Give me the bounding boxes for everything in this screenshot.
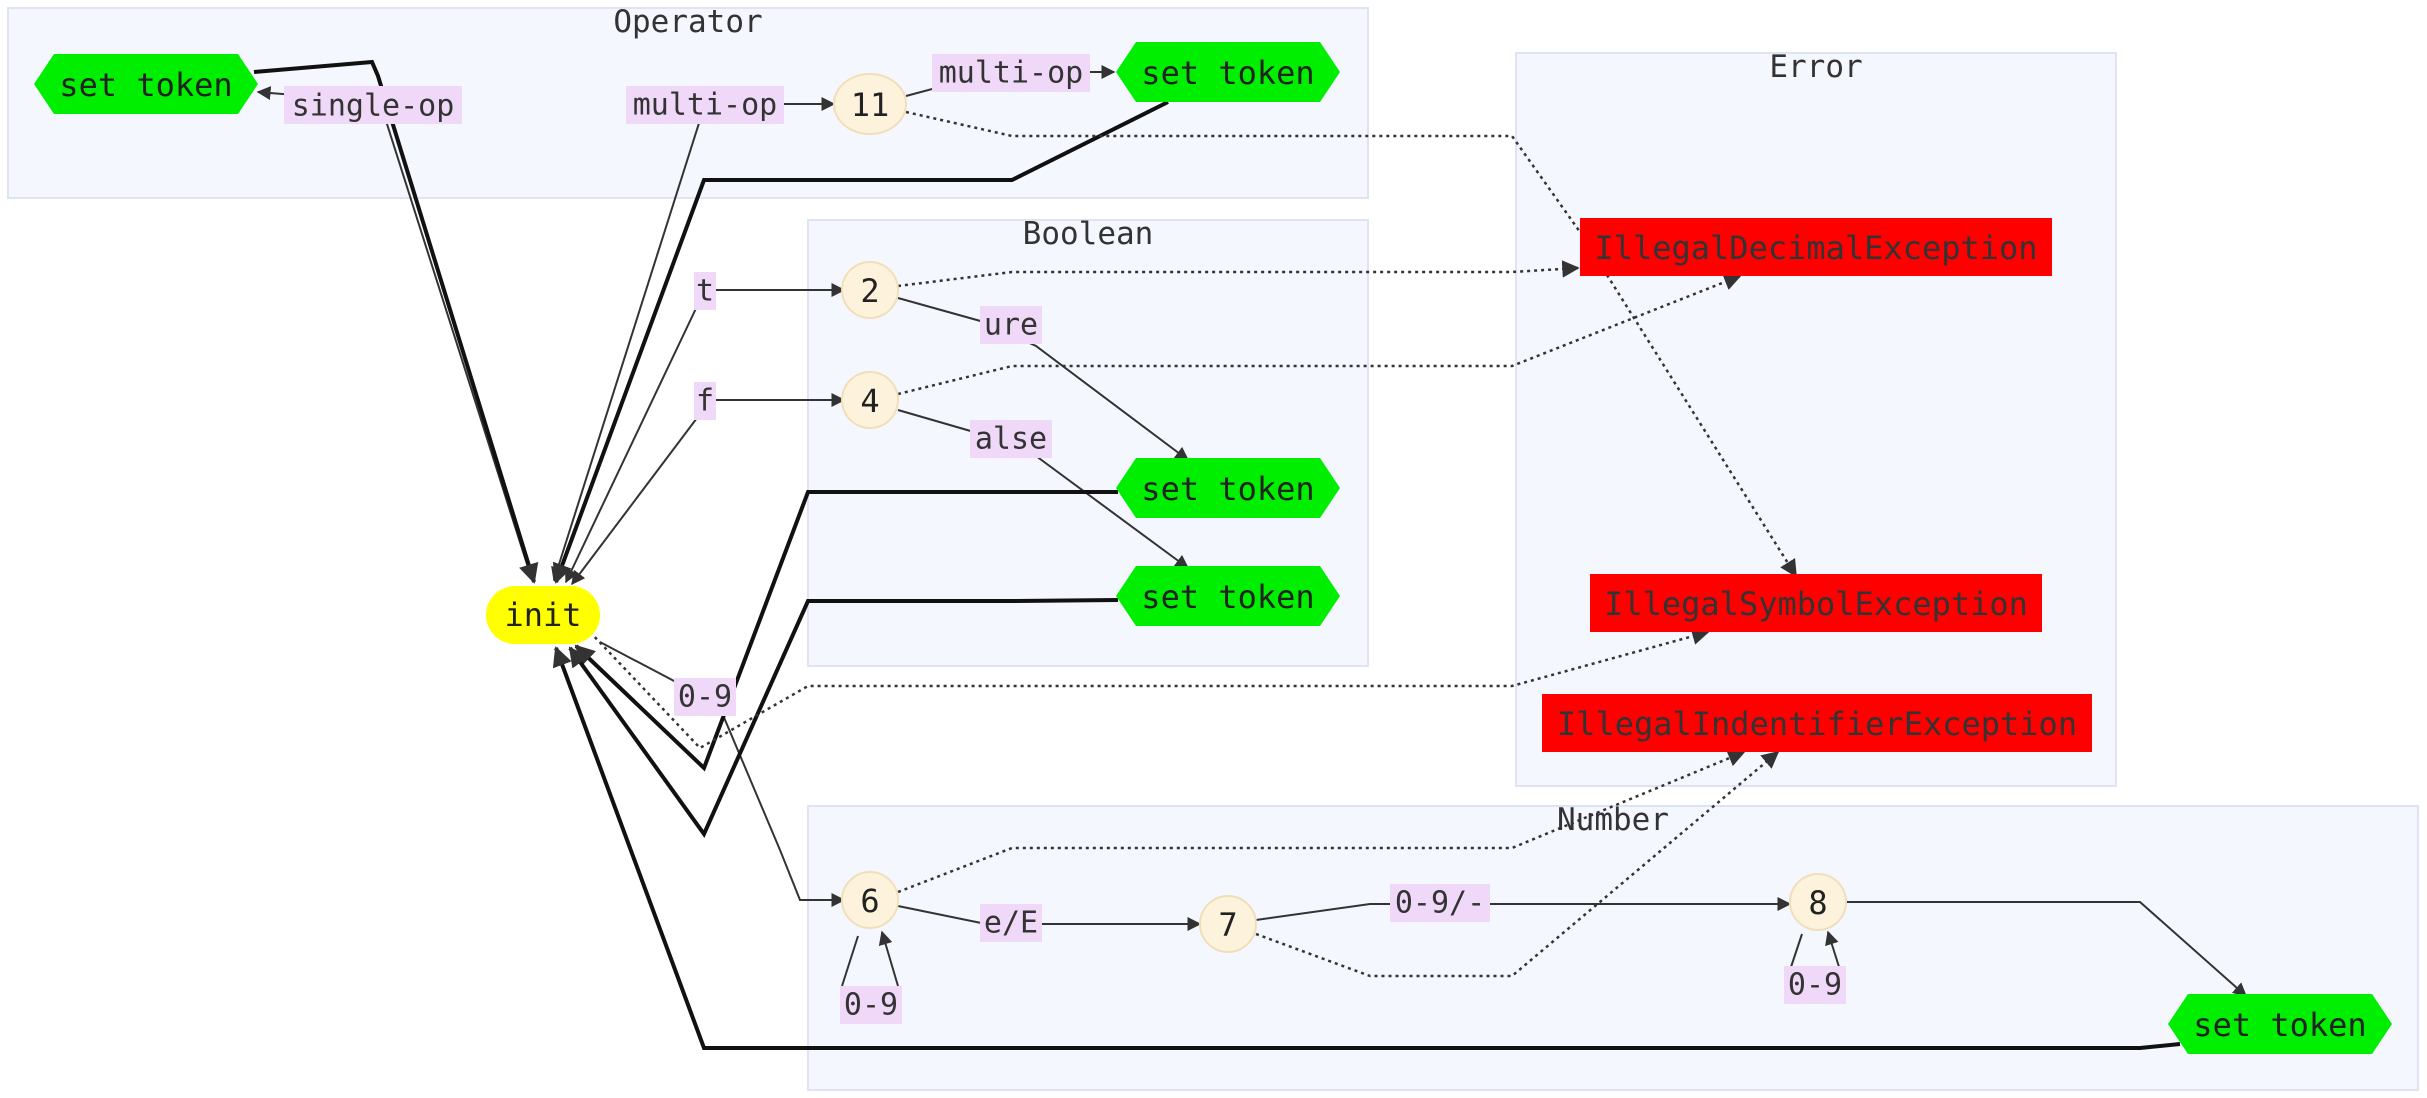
edge-2-to-decimal-error: [897, 260, 1580, 288]
node-state-11[interactable]: 11: [833, 73, 907, 135]
node-state-7-label: 7: [1218, 906, 1237, 944]
edge-label-digits-loop8: 0-9: [1788, 968, 1842, 1003]
edge-return-multi-op: [552, 100, 1169, 584]
edge-init-to-6: [599, 641, 846, 907]
edge-init-to-symbol-error: [589, 627, 1710, 750]
node-state-6-label: 6: [860, 882, 879, 920]
edge-label-e-E: e/E: [984, 906, 1038, 941]
node-token-op-multi-label: set token: [1141, 54, 1314, 92]
edges-thick: [253, 59, 2181, 1050]
node-token-number[interactable]: set token: [2168, 994, 2392, 1054]
node-state-2-label: 2: [860, 272, 879, 310]
cluster-operator-title: Operator: [613, 4, 762, 40]
node-error-symbol-label: IllegalSymbolException: [1604, 585, 2028, 623]
node-token-op-single-label: set token: [59, 66, 232, 104]
node-token-true-label: set token: [1141, 470, 1314, 508]
node-state-4[interactable]: 4: [841, 371, 899, 429]
edge-label-alse: alse: [975, 422, 1047, 457]
node-state-8[interactable]: 8: [1789, 873, 1847, 931]
edge-init-t: [565, 299, 701, 584]
edge-loop8-out: [1789, 933, 1803, 971]
edge-label-t: t: [696, 274, 714, 309]
edge-label-digits-sign: 0-9/-: [1395, 886, 1485, 921]
edge-return-false: [568, 598, 1119, 838]
edge-labels: single-op multi-op multi-op t f ure alse…: [284, 54, 1846, 1024]
edge-label-digits-init: 0-9: [678, 680, 732, 715]
node-state-7[interactable]: 7: [1199, 895, 1257, 953]
edge-label-f: f: [696, 384, 714, 419]
node-token-number-label: set token: [2193, 1006, 2366, 1044]
edge-label-multi-op-2: multi-op: [939, 56, 1084, 91]
cluster-number-title: Number: [1557, 802, 1669, 838]
node-error-decimal[interactable]: IllegalDecimalException: [1580, 218, 2052, 276]
edge-loop8-in: [1825, 930, 1841, 971]
node-error-identifier[interactable]: IllegalIndentifierException: [1542, 694, 2092, 752]
edge-6-to-identifier-error: [897, 749, 1746, 894]
node-state-2[interactable]: 2: [841, 261, 899, 319]
node-state-11-label: 11: [851, 86, 890, 124]
edge-return-true: [574, 490, 1118, 772]
edge-init-single-op: [379, 101, 535, 582]
node-init-label: init: [504, 596, 581, 634]
node-token-true[interactable]: set token: [1116, 458, 1340, 518]
node-token-false-label: set token: [1141, 578, 1314, 616]
cluster-error-title: Error: [1769, 49, 1862, 85]
node-error-identifier-label: IllegalIndentifierException: [1557, 705, 2077, 743]
node-error-symbol[interactable]: IllegalSymbolException: [1590, 574, 2042, 632]
node-state-8-label: 8: [1808, 884, 1827, 922]
node-error-decimal-label: IllegalDecimalException: [1594, 229, 2037, 267]
edge-label-ure: ure: [984, 308, 1038, 343]
edge-return-number: [552, 646, 2181, 1050]
edge-label-single-op: single-op: [292, 89, 455, 124]
node-state-4-label: 4: [860, 382, 879, 420]
node-state-6[interactable]: 6: [841, 871, 899, 929]
node-token-op-multi[interactable]: set token: [1116, 42, 1340, 102]
edge-init-f: [571, 413, 701, 586]
edge-loop6-in: [878, 930, 899, 987]
cluster-error: Error: [1515, 49, 2117, 787]
node-token-false[interactable]: set token: [1116, 566, 1340, 626]
cluster-boolean-title: Boolean: [1023, 216, 1154, 252]
edge-init-multi-op: [551, 119, 701, 582]
edges-dotted: [589, 110, 1798, 978]
edge-11-to-symbol-error: [905, 110, 1798, 578]
node-init[interactable]: init: [486, 586, 600, 644]
edges-thin: [256, 65, 2248, 997]
cluster-number: Number: [807, 802, 2419, 1091]
edge-label-multi-op-1: multi-op: [633, 88, 778, 123]
edge-loop6-out: [841, 935, 859, 987]
edge-label-digits-loop6: 0-9: [844, 988, 898, 1023]
edge-return-single-op: [253, 59, 539, 584]
node-token-op-single[interactable]: set token: [34, 54, 258, 114]
edge-4-to-decimal-error: [897, 273, 1742, 396]
edge-8-to-token: [1846, 901, 2248, 997]
